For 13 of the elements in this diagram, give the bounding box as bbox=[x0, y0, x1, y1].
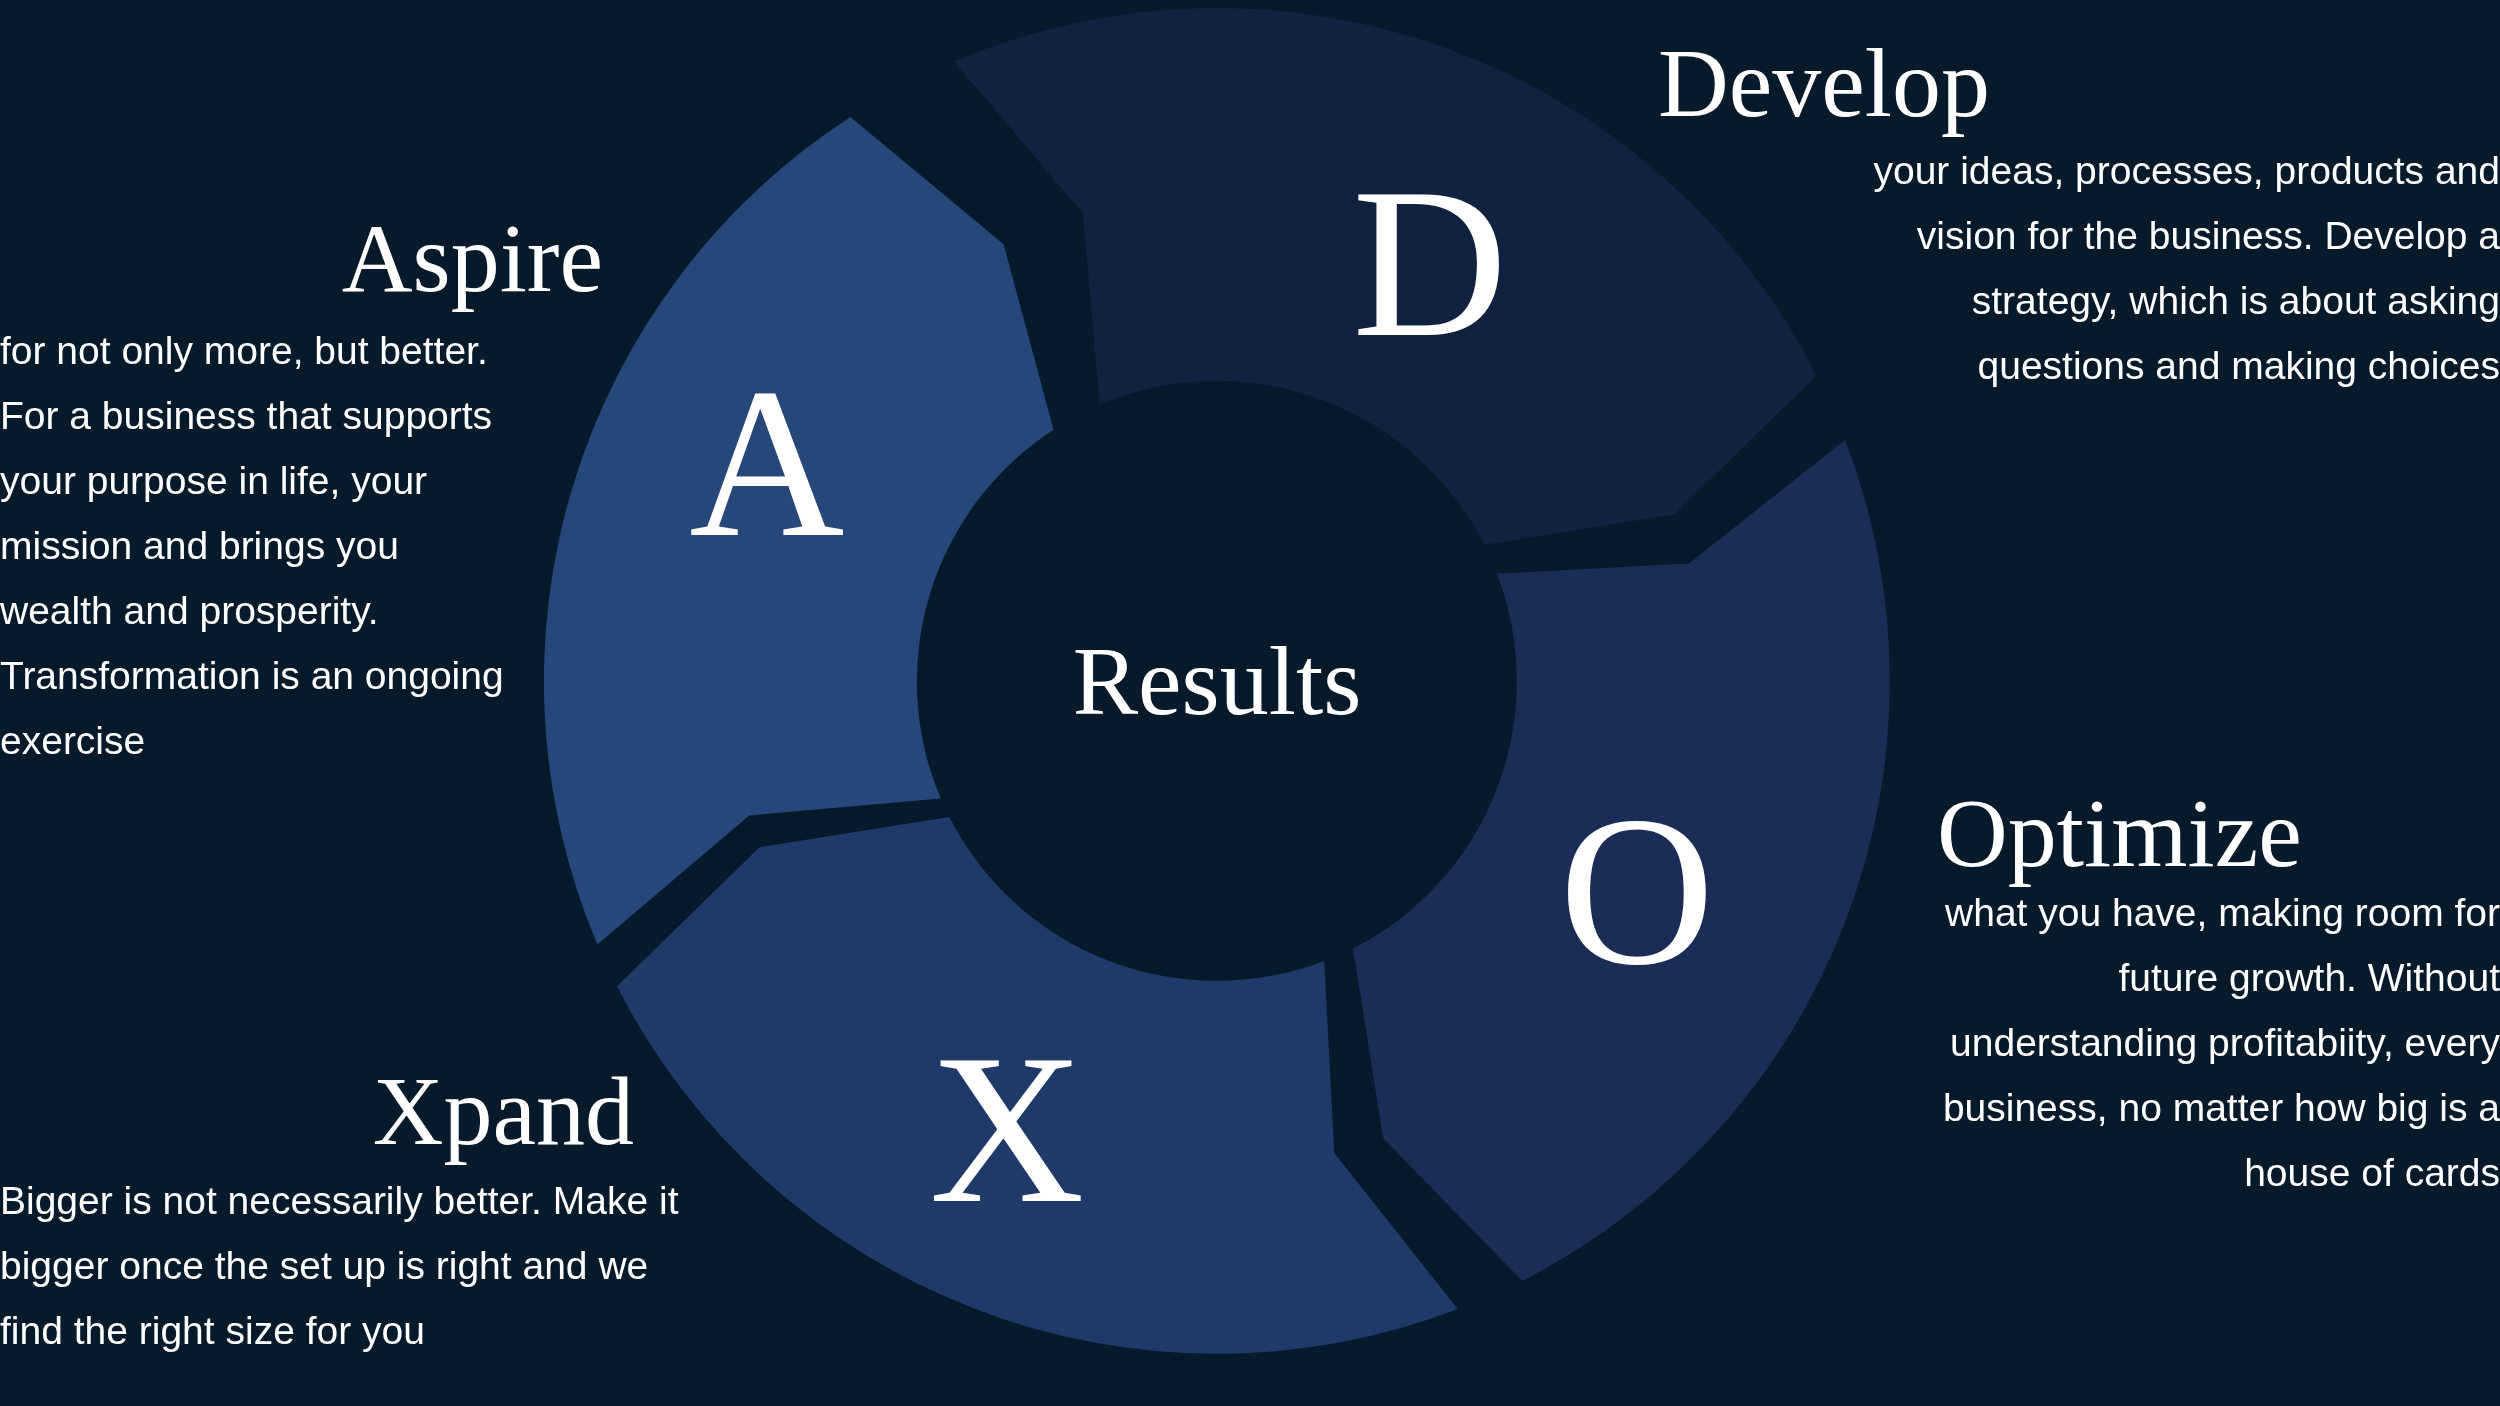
step-description: your ideas, processes, products and vision for the business. Develop a strategy, which is about asking questions and making choices bbox=[1872, 148, 2500, 389]
step-heading: Xpand bbox=[372, 1058, 634, 1166]
step-description: what you have, making room for future growth. Without understanding profitabiity, every business, no matter how big is a house of cards bbox=[1941, 890, 2500, 1196]
center-label: Results bbox=[1072, 632, 1362, 730]
step-heading: Develop bbox=[1658, 30, 1990, 138]
step-heading: Aspire bbox=[341, 205, 603, 313]
segment-letter: O bbox=[1559, 782, 1715, 998]
step-description: for not only more, but better. For a business that supports your purpose in life, your mission and brings you wealth and prosperity. Transformation is an ongoing exercise bbox=[0, 328, 505, 764]
segment-letter: A bbox=[689, 354, 845, 570]
step-heading: Optimize bbox=[1937, 780, 2302, 888]
segment-letter: X bbox=[929, 1020, 1085, 1236]
step-description: Bigger is not necessarily better. Make it bigger once the set up is right and we find the right size for you bbox=[0, 1178, 680, 1354]
segment-letter: D bbox=[1352, 154, 1508, 370]
